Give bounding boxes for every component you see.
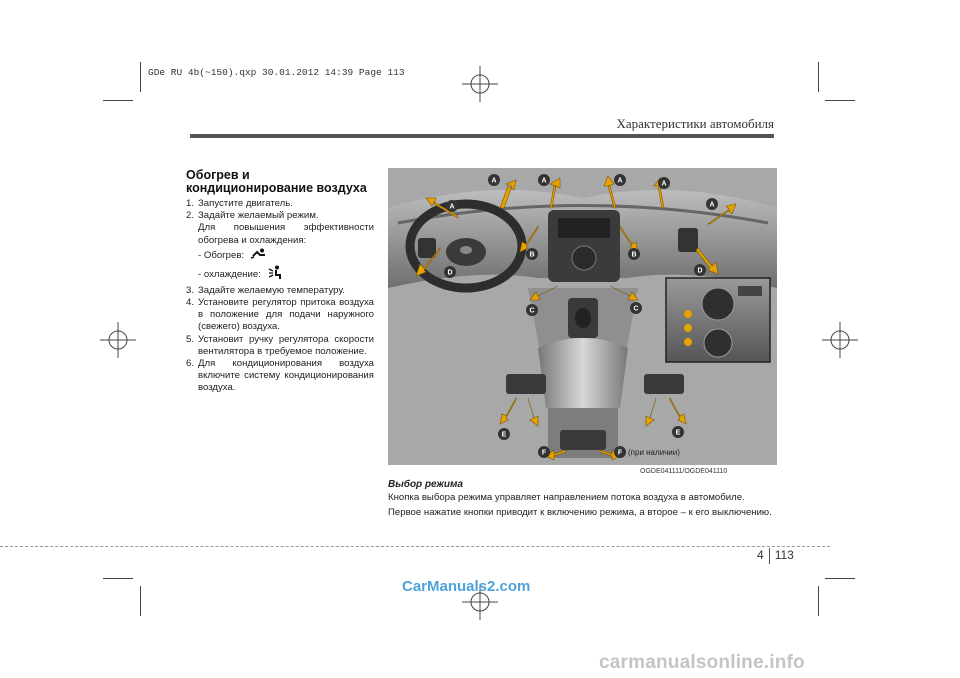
crop-mark [103, 578, 133, 579]
figure-code: OGDE041111/OGDE041110 [640, 468, 728, 475]
watermark-link[interactable]: CarManuals2.com [402, 578, 531, 595]
svg-text:B: B [529, 252, 534, 259]
callout-a: A [488, 174, 500, 186]
callout-a: A [706, 198, 718, 210]
body-paragraph: Первое нажатие кнопки приводит к включен… [388, 507, 772, 518]
callout-b: B [628, 248, 640, 260]
page-number-divider [768, 548, 770, 564]
cooling-mode-icon [267, 265, 283, 285]
svg-text:B: B [631, 252, 636, 259]
crop-mark [140, 62, 141, 92]
callout-a: A [538, 174, 550, 186]
registration-mark [822, 322, 858, 358]
section-title: Обогрев и кондиционирование воздуха [186, 168, 367, 195]
footer-rule [0, 546, 830, 547]
print-slug: GDe RU 4b(~150).qxp 30.01.2012 14:39 Pag… [148, 67, 405, 78]
callout-e: E [672, 426, 684, 438]
svg-text:E: E [676, 430, 681, 437]
running-head: Характеристики автомобиля [616, 116, 774, 131]
callout-f: F [614, 446, 626, 458]
callout-b: B [526, 248, 538, 260]
crop-mark [103, 100, 133, 101]
list-item: Для повышения эффективности обогрева и о… [198, 222, 374, 246]
list-item: 1.Запустите двигатель. [186, 198, 293, 209]
crop-mark [818, 586, 819, 616]
callout-e: E [498, 428, 510, 440]
list-item: 2.Задайте желаемый режим. [186, 210, 319, 222]
svg-text:A: A [617, 178, 622, 185]
svg-text:F: F [542, 450, 547, 457]
crop-mark [825, 578, 855, 579]
watermark-link[interactable]: carmanualsonline.info [599, 652, 805, 673]
list-item: 3.Задайте желаемую температуру. [186, 284, 345, 296]
callout-labels: A A A A A A B B C C D D E E F F [444, 174, 718, 458]
svg-text:A: A [661, 181, 666, 188]
svg-text:A: A [541, 178, 546, 185]
callout-c: C [630, 302, 642, 314]
airflow-arrows [415, 175, 737, 461]
svg-text:D: D [447, 270, 452, 277]
registration-mark [100, 322, 136, 358]
crop-mark [825, 100, 855, 101]
list-item: 5.Установит ручку регулятора скорости ве… [186, 333, 374, 357]
callout-d: D [694, 264, 706, 276]
subsection-heading: Выбор режима [388, 479, 463, 490]
crop-mark [818, 62, 819, 92]
crop-mark [140, 586, 141, 616]
chapter-number: 4 [757, 548, 764, 563]
callout-d: D [444, 266, 456, 278]
registration-mark [462, 66, 498, 102]
svg-text:A: A [709, 202, 714, 209]
header-rule [190, 134, 774, 138]
page-number-value: 113 [774, 548, 794, 563]
cooling-mode-line: - охлаждение: [186, 265, 374, 285]
svg-text:C: C [633, 306, 638, 313]
callout-c: C [526, 304, 538, 316]
dashboard-airflow-figure: A A A A A A B B C C D D E E F F [388, 168, 777, 465]
svg-text:E: E [502, 432, 507, 439]
callout-f: F [538, 446, 550, 458]
dashboard-illustration: A A A A A A B B C C D D E E F F [388, 168, 777, 465]
instruction-list: 1.Запустите двигатель. 2.Задайте желаемы… [186, 198, 374, 395]
page-number: 4 113 [757, 548, 794, 564]
registration-mark [462, 584, 498, 620]
heating-mode-icon [250, 248, 266, 265]
svg-text:A: A [491, 178, 496, 185]
body-paragraph: Кнопка выбора режима управляет направлен… [388, 492, 745, 503]
list-item: 6.Для кондиционирования воздуха включите… [186, 358, 374, 394]
svg-text:F: F [618, 450, 623, 457]
heating-mode-line: - Обогрев: [186, 247, 374, 266]
svg-text:A: A [449, 204, 454, 211]
callout-a: A [446, 200, 458, 212]
svg-text:D: D [697, 268, 702, 275]
figure-note: (при наличии) [628, 448, 680, 457]
svg-text:C: C [529, 308, 534, 315]
list-item: 4.Установите регулятор притока воздуха в… [186, 297, 374, 333]
callout-a: A [658, 177, 670, 189]
callout-a: A [614, 174, 626, 186]
